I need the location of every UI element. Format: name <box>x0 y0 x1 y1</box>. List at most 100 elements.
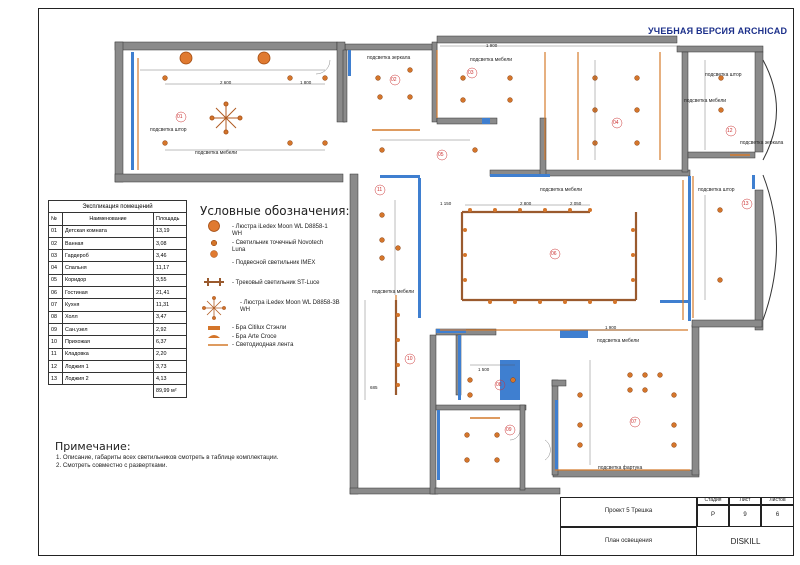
door-swings <box>315 59 551 461</box>
legend-item-1: - Люстра iLedex Moon WL D8858-1 WH <box>232 224 328 237</box>
room-label-02: 02 <box>391 77 397 83</box>
mirror-lights <box>372 129 750 419</box>
table-total-row: 89,99 м² <box>49 384 187 398</box>
tb-cell <box>729 505 761 527</box>
room-label-11: 11 <box>377 187 383 193</box>
tb-author: DISKILL <box>730 537 761 546</box>
table-cell: 13,19 <box>153 224 187 238</box>
tb-stage-header: Стадия <box>704 497 722 503</box>
annotation-mebeli-06: подсветка мебели <box>540 187 583 193</box>
annotation-fartuka-07: подсветка фартука <box>598 465 643 471</box>
tb-sheets-value: 6 <box>775 512 780 518</box>
room-label-10: 10 <box>407 356 413 362</box>
table-cell: 3,55 <box>153 273 187 288</box>
table-cell: Гардероб <box>62 249 154 263</box>
loggia-1-curve <box>762 59 777 161</box>
window-frames <box>131 50 755 480</box>
table-cell: 09 <box>48 322 63 337</box>
table-cell: Ванная <box>62 236 154 251</box>
tb-stage-value: Р <box>710 512 715 518</box>
table-cell: 11 <box>48 347 63 361</box>
table-cell: 10 <box>48 335 63 349</box>
dim-label: 1 900 <box>605 325 617 330</box>
table-cell: 3,46 <box>153 249 187 263</box>
room-label-09: 09 <box>506 427 512 433</box>
legend-item-6: - Бра Citilux Стэнли <box>232 325 287 331</box>
spot-lights <box>162 67 724 463</box>
walls <box>114 35 764 495</box>
table-cell: Кухня <box>62 298 154 312</box>
dim-label: 1 500 <box>478 367 490 372</box>
dimension-lines <box>140 45 706 465</box>
legend-item-4: - Трековый светильник ST-Luce <box>232 280 320 286</box>
table-cell: Лоджия 1 <box>62 359 154 374</box>
annotation-mebeli-12: подсветка мебели <box>684 98 727 104</box>
table-cell: 08 <box>48 310 63 324</box>
spot-light-icon <box>210 239 218 247</box>
dim-label: 1 800 <box>300 80 312 85</box>
tb-project-name: Проект 5 Трешка <box>604 508 653 514</box>
title-block-project-cell <box>560 497 697 527</box>
annotation-mebeli-03: подсветка мебели <box>470 57 513 63</box>
loggia-2-curve <box>762 174 777 321</box>
tb-cell <box>697 505 729 527</box>
chandeliers-room-01 <box>179 51 271 135</box>
table-cell: Лоджия 2 <box>62 372 154 386</box>
table-cell: 4,13 <box>153 372 187 386</box>
tb-cell <box>697 497 729 505</box>
room-label-08: 08 <box>496 382 502 388</box>
table-cell: 2,92 <box>153 322 187 337</box>
table-cell: 3,08 <box>153 236 187 251</box>
dim-label: 2 600 <box>220 80 232 85</box>
table-cell: 3,73 <box>153 359 187 374</box>
table-cell: Гостиная <box>62 286 154 300</box>
tb-sheet-header: Лист <box>739 497 751 503</box>
legend-item-7: - Бра Arte Croce <box>232 334 277 340</box>
table-cell: 21,41 <box>153 286 187 300</box>
table-cell: 11,17 <box>153 261 187 275</box>
table-cell: Спальня <box>62 261 154 275</box>
tb-cell <box>729 497 761 505</box>
room-label-07: 07 <box>631 419 637 425</box>
table-cell: Сан.узел <box>62 322 154 337</box>
room-label-12: 12 <box>727 128 733 134</box>
table-title: Экспликация помещений <box>48 199 187 214</box>
legend-title: Условные обозначения: <box>200 204 350 218</box>
table-cell: Прихожая <box>62 335 154 349</box>
table-cell: 11,31 <box>153 298 187 312</box>
watermark: УЧЕБНАЯ ВЕРСИЯ ARCHICAD <box>648 26 788 36</box>
note-line-1: 1. Описание, габариты всех светильников … <box>56 454 279 461</box>
table-cell: Кладовка <box>62 347 154 361</box>
dim-label: 685 <box>370 385 378 390</box>
room-explication-table: Экспликация помещений № Наименование Пло… <box>48 199 187 398</box>
room-label-04: 04 <box>613 120 619 126</box>
table-header: № <box>48 212 63 226</box>
table-cell: Детская комната <box>62 224 154 238</box>
track-lights-room-06 <box>394 210 638 395</box>
note-line-2: 2. Смотреть совместно с развертками. <box>56 462 168 469</box>
wall-sconce-icon <box>208 326 220 330</box>
room-markers <box>175 67 753 436</box>
legend-item-5: - Люстра iLedex Moon WL D8858-3B WH <box>240 300 340 313</box>
room-label-05: 05 <box>438 152 444 158</box>
annotation-shtor-13: подсветка штор <box>698 187 735 193</box>
table-cell: 03 <box>48 249 63 263</box>
annotation-shtor-12: подсветка штор <box>705 72 742 78</box>
table-cell: 04 <box>48 261 63 275</box>
dim-label: 1 150 <box>440 201 452 206</box>
room-label-13: 13 <box>743 201 749 207</box>
table-cell: 06 <box>48 286 63 300</box>
table-cell: 07 <box>48 298 63 312</box>
